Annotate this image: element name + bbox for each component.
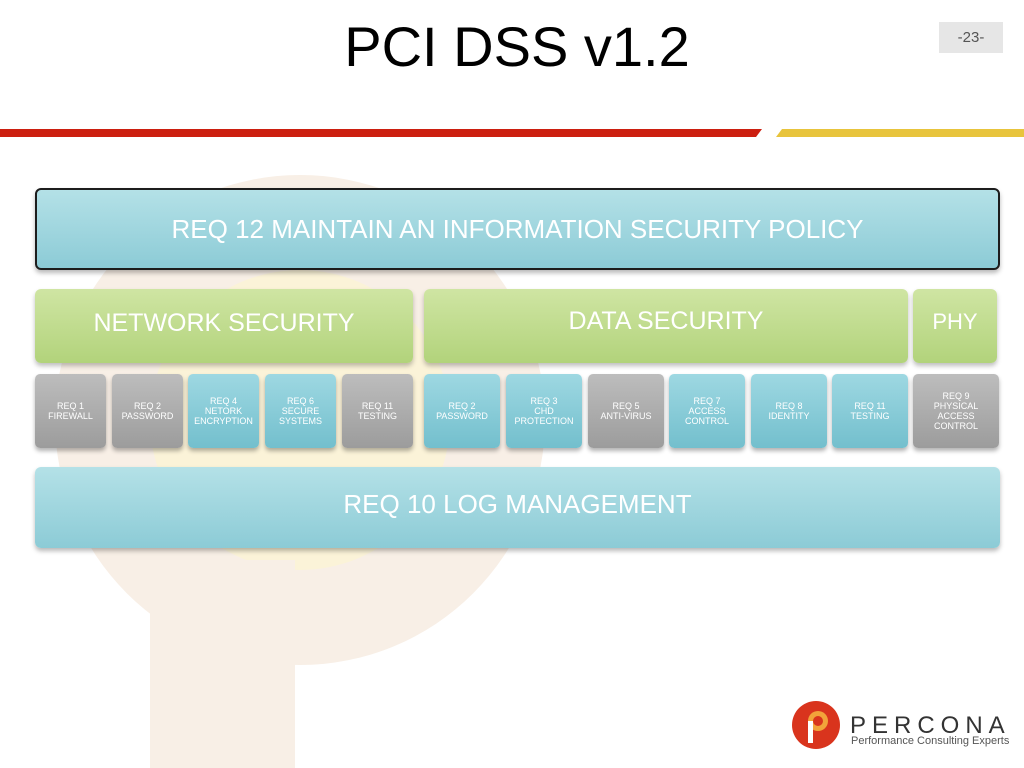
slide-number: -23- (939, 22, 1003, 53)
req12-policy-band: REQ 12 MAINTAIN AN INFORMATION SECURITY … (35, 188, 1000, 270)
network-security-header: NETWORK SECURITY (35, 289, 413, 363)
percona-p-icon (792, 701, 840, 749)
percona-tagline: Performance Consulting Experts (851, 735, 1010, 747)
physical-security-header: PHY (913, 289, 997, 363)
req10-log-band: REQ 10 LOG MANAGEMENT (35, 467, 1000, 548)
slide-title: PCI DSS v1.2 (344, 15, 690, 78)
percona-wordmark: PERCONA (850, 712, 1011, 739)
data-security-header: DATA SECURITY (424, 289, 908, 363)
header-divider (0, 129, 1024, 137)
